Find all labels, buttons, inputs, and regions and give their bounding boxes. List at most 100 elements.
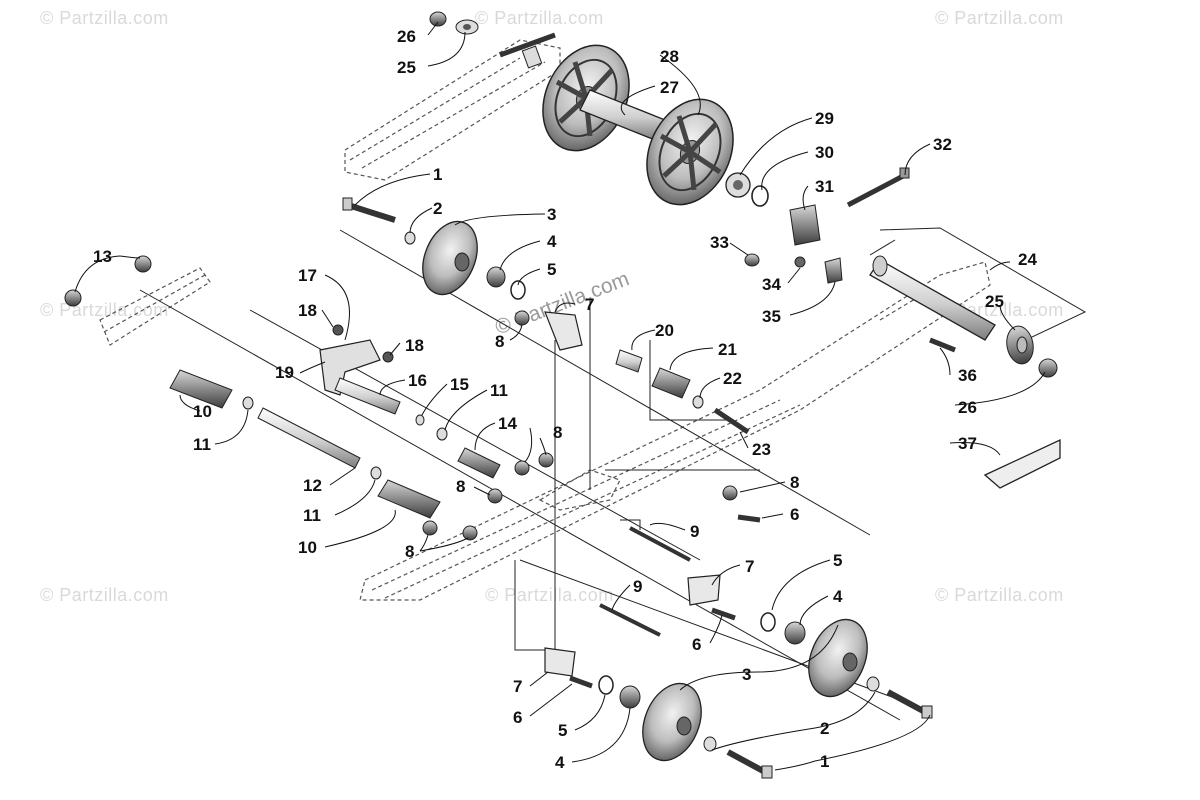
watermark: © Partzilla.com	[40, 8, 169, 28]
bolts-6	[569, 514, 761, 689]
bolt-1-upper	[342, 197, 396, 223]
washer-2-lower-left	[703, 736, 717, 752]
nut-33	[744, 253, 760, 267]
callout-31: 31	[815, 177, 834, 196]
callout-24: 24	[1018, 250, 1037, 269]
bearing-4-upper	[486, 266, 506, 288]
snap-ring-5-upper	[510, 280, 526, 300]
bearing-29	[725, 172, 751, 198]
snap-ring-5-mid	[760, 612, 776, 632]
callout-28: 28	[660, 47, 679, 66]
bolt-36	[929, 337, 956, 353]
callout-8: 8	[405, 542, 414, 561]
callout-12: 12	[303, 476, 322, 495]
washer-34	[794, 256, 806, 268]
idler-wheel-3-lower-right	[808, 618, 868, 698]
watermark: © Partzilla.com	[475, 8, 604, 28]
bolt-1-lower-right	[886, 689, 933, 719]
callout-27: 27	[660, 78, 679, 97]
nuts-8-mid	[422, 452, 738, 541]
watermark: © Partzilla.com	[485, 585, 614, 605]
callout-10: 10	[298, 538, 317, 557]
callout-19: 19	[275, 363, 294, 382]
callout-2: 2	[820, 719, 829, 738]
callout-6: 6	[513, 708, 522, 727]
watermark: © Partzilla.com	[935, 8, 1064, 28]
callout-26: 26	[958, 398, 977, 417]
top-nut-washer	[429, 11, 479, 35]
callout-10: 10	[193, 402, 212, 421]
callout-25: 25	[397, 58, 416, 77]
bushing-20	[615, 349, 643, 373]
callout-21: 21	[718, 340, 737, 359]
washer-11-a	[242, 396, 254, 410]
callout-4: 4	[833, 587, 843, 606]
callout-8: 8	[790, 473, 799, 492]
washer-15	[415, 414, 425, 426]
washer-22	[692, 395, 704, 409]
spacer-14	[457, 447, 501, 479]
bolt-18	[332, 324, 394, 363]
callout-32: 32	[933, 135, 952, 154]
callout-13: 13	[93, 247, 112, 266]
bolt-23	[713, 407, 750, 435]
cap-13	[64, 255, 152, 307]
bracket-7-lower	[544, 647, 576, 677]
callout-8: 8	[553, 423, 562, 442]
bearing-4-lower	[619, 685, 641, 709]
callout-2: 2	[433, 199, 442, 218]
callout-1: 1	[433, 165, 442, 184]
adjuster-bolt	[499, 32, 556, 69]
bracket-35	[824, 257, 843, 284]
callout-7: 7	[513, 677, 522, 696]
callout-16: 16	[408, 371, 427, 390]
callout-18: 18	[405, 336, 424, 355]
callout-35: 35	[762, 307, 781, 326]
bolts-9	[599, 526, 691, 637]
callout-8: 8	[495, 332, 504, 351]
callout-29: 29	[815, 109, 834, 128]
callout-5: 5	[547, 260, 556, 279]
clamp-block-21	[651, 367, 691, 399]
bracket-7-upper	[544, 311, 583, 351]
center-rail	[359, 261, 991, 601]
callout-7: 7	[585, 295, 594, 314]
callout-4: 4	[555, 753, 565, 772]
rear-axle-24	[869, 255, 996, 341]
callout-36: 36	[958, 366, 977, 385]
callout-33: 33	[710, 233, 729, 252]
callout-9: 9	[690, 522, 699, 541]
wrench-37	[983, 438, 1061, 489]
hub-25	[1006, 325, 1034, 365]
spacer-10-lower	[377, 479, 441, 519]
callout-15: 15	[450, 375, 469, 394]
watermark: © Partzilla.com	[40, 585, 169, 605]
callout-17: 17	[298, 266, 317, 285]
callout-4: 4	[547, 232, 557, 251]
callout-23: 23	[752, 440, 771, 459]
drive-wheel-right	[646, 98, 734, 206]
bearing-4-mid	[784, 621, 806, 645]
adjuster-block-31	[789, 204, 821, 246]
callout-18: 18	[298, 301, 317, 320]
washer-11-b	[370, 466, 382, 480]
callout-22: 22	[723, 369, 742, 388]
callout-5: 5	[558, 721, 567, 740]
bracket-7-mid	[687, 574, 721, 606]
callout-6: 6	[790, 505, 799, 524]
washer-2-upper	[404, 231, 416, 245]
callout-numbers: 26 25 28 27 29 30 31 32 33 34 35 24 25 3…	[93, 27, 1037, 772]
leader-lines	[74, 21, 1046, 771]
callout-6: 6	[692, 635, 701, 654]
long-bolt-32	[846, 167, 910, 208]
idler-wheel-3-lower-left	[642, 682, 702, 762]
nut-8-upper	[514, 310, 530, 326]
snap-ring-30	[751, 185, 769, 207]
callout-37: 37	[958, 434, 977, 453]
callout-34: 34	[762, 275, 781, 294]
left-rail	[99, 267, 211, 346]
washer-11-c	[436, 427, 448, 441]
callout-7: 7	[745, 557, 754, 576]
